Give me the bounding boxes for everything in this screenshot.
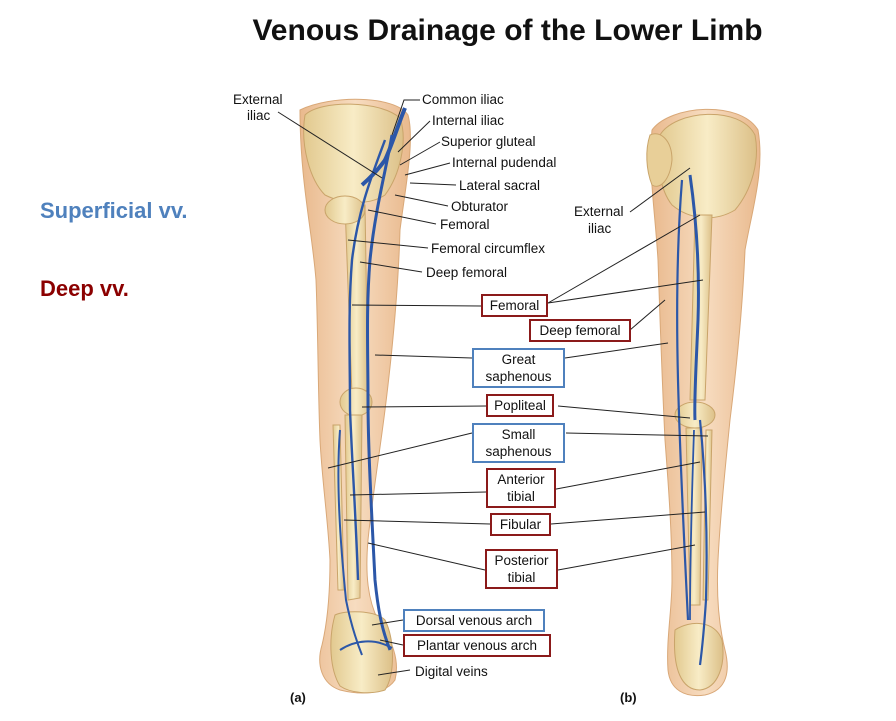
legend-deep: Deep vv. <box>40 276 129 301</box>
sacrum-b <box>646 133 673 187</box>
box-small-saphenous-line1: Small <box>501 427 536 442</box>
label-femoral-circumflex: Femoral circumflex <box>431 241 545 256</box>
page-title: Venous Drainage of the Lower Limb <box>252 14 763 47</box>
label-external-iliac-a-2: iliac <box>247 108 271 123</box>
box-fibular: Fibular <box>490 513 551 536</box>
box-posterior-tibial: Posterior tibial <box>485 549 558 589</box>
iliac-vein-a <box>360 107 407 187</box>
pelvis-a <box>303 103 404 203</box>
box-small-saphenous-line2: saphenous <box>485 444 552 459</box>
box-anterior-tibial: Anterior tibial <box>486 468 556 508</box>
label-external-iliac-b-2: iliac <box>588 221 612 236</box>
small-saphenous-vein-b <box>698 419 708 666</box>
leader-lines <box>277 99 709 676</box>
box-plantar-venous-arch: Plantar venous arch <box>403 634 551 657</box>
leg-posterior <box>646 108 761 697</box>
box-femoral: Femoral <box>481 294 548 317</box>
box-posterior-tibial-line1: Posterior <box>494 553 549 568</box>
panel-label-a: (a) <box>290 690 306 705</box>
small-saphenous-vein-a <box>337 429 363 656</box>
label-common-iliac: Common iliac <box>422 92 504 107</box>
label-internal-iliac: Internal iliac <box>432 113 504 128</box>
box-plantar-venous-arch-text: Plantar venous arch <box>416 638 538 653</box>
label-digital-veins: Digital veins <box>415 664 488 679</box>
femoral-vein-b <box>688 174 700 421</box>
tibia-a <box>344 414 363 601</box>
dorsal-arch-a <box>339 640 393 651</box>
panel-label-b: (b) <box>620 690 637 705</box>
heel-b <box>673 622 724 691</box>
box-great-saphenous-line2: saphenous <box>485 369 552 384</box>
great-saphenous-vein-b <box>676 179 690 621</box>
box-dorsal-venous-arch: Dorsal venous arch <box>403 609 545 632</box>
box-fibular-text: Fibular <box>499 517 542 532</box>
box-dorsal-venous-arch-text: Dorsal venous arch <box>415 613 533 628</box>
femoral-vein-a <box>348 139 387 581</box>
femur-head-a <box>324 195 366 225</box>
box-great-saphenous-line1: Great <box>501 352 536 367</box>
box-great-saphenous: Great saphenous <box>472 348 565 388</box>
label-obturator: Obturator <box>451 199 509 214</box>
label-femoral-a: Femoral <box>440 217 490 232</box>
label-deep-femoral-a: Deep femoral <box>426 265 507 280</box>
label-internal-pudendal: Internal pudendal <box>452 155 556 170</box>
box-deep-femoral-text: Deep femoral <box>539 323 621 338</box>
label-external-iliac-a-1: External <box>233 92 283 107</box>
label-external-iliac-b-1: External <box>574 204 624 219</box>
box-small-saphenous: Small saphenous <box>472 423 565 463</box>
box-deep-femoral: Deep femoral <box>529 319 631 342</box>
box-popliteal: Popliteal <box>486 394 554 417</box>
legend-superficial: Superficial vv. <box>40 198 188 223</box>
tibial-vein-b <box>689 429 695 621</box>
box-anterior-tibial-line1: Anterior <box>497 472 545 487</box>
label-superior-gluteal: Superior gluteal <box>441 134 536 149</box>
leg-anterior <box>299 98 411 694</box>
pelvis-b <box>657 113 757 219</box>
box-popliteal-text: Popliteal <box>494 398 546 413</box>
label-lateral-sacral: Lateral sacral <box>459 178 540 193</box>
box-anterior-tibial-line2: tibial <box>507 489 535 504</box>
box-posterior-tibial-line2: tibial <box>507 570 536 585</box>
box-femoral-text: Femoral <box>489 298 540 313</box>
great-saphenous-vein-a <box>366 134 394 651</box>
